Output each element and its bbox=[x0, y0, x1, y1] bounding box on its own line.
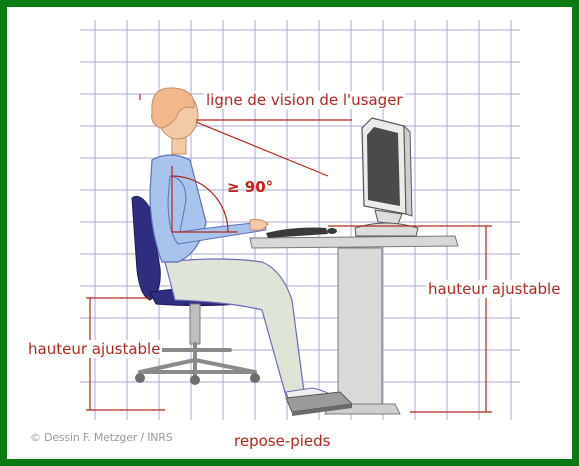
seat-height-label: hauteur ajustable bbox=[26, 340, 162, 358]
monitor-icon bbox=[355, 118, 418, 236]
desk-height-label: hauteur ajustable bbox=[426, 280, 562, 298]
footrest-label: repose-pieds bbox=[232, 432, 332, 450]
angle-label: ≥ 90° bbox=[225, 178, 275, 196]
mouse-icon bbox=[327, 228, 337, 234]
vision-line-label: ligne de vision de l'usager bbox=[204, 91, 405, 109]
copyright-credit: © Dessin F. Metzger / INRS bbox=[30, 431, 173, 444]
